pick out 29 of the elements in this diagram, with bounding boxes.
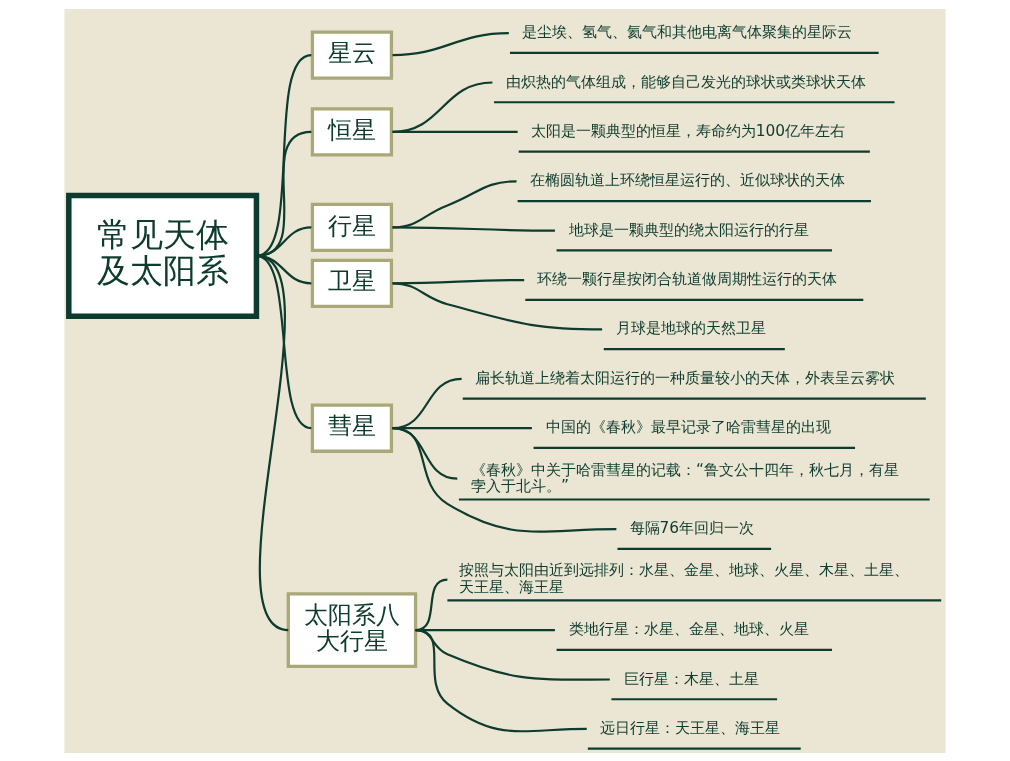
connector bbox=[415, 628, 587, 732]
connector bbox=[392, 426, 617, 533]
node-text: 月球是地球的天然卫星 bbox=[615, 318, 766, 337]
node-box: 恒星 bbox=[310, 106, 394, 157]
connector bbox=[392, 281, 603, 330]
node-text: 地球是一颗典型的绕太阳运行的行星 bbox=[568, 220, 809, 239]
node-box: 常见天体及太阳系 bbox=[66, 192, 260, 319]
node-text: 扁长轨道上绕着太阳运行的一种质量较小的天体，外表呈云雾状 bbox=[474, 368, 895, 387]
node-box: 彗星 bbox=[310, 403, 394, 453]
node-text: 是尘埃、氢气、氦气和其他电离气体聚集的星际云 bbox=[522, 22, 853, 41]
node-box: 星云 bbox=[310, 29, 394, 80]
connector bbox=[256, 53, 312, 257]
node-text: 类地行星：水星、金星、地球、火星 bbox=[568, 619, 809, 638]
node-text: 巨行星：木星、土星 bbox=[623, 669, 759, 688]
node-text: 在椭圆轨道上环绕恒星运行的、近似球状的天体 bbox=[529, 170, 845, 189]
node-text: 《春秋》中关于哈雷彗星的记载：“鲁文公十四年，秋七月，有星孛入于北斗。” bbox=[470, 459, 899, 495]
node-box: 行星 bbox=[310, 202, 394, 252]
connector bbox=[392, 130, 518, 133]
node-text: 环绕一颗行星按闭合轨道做周期性运行的天体 bbox=[537, 269, 838, 288]
node-text: 远日行星：天王星、海王星 bbox=[599, 718, 780, 737]
node-box: 太阳系八大行星 bbox=[286, 591, 418, 668]
connector bbox=[392, 31, 509, 56]
node-text: 中国的《春秋》最早记录了哈雷彗星的出现 bbox=[545, 417, 831, 436]
node-box: 卫星 bbox=[310, 258, 394, 308]
node-text: 由炽热的气体组成，能够自己发光的球状或类球状天体 bbox=[506, 72, 867, 91]
node-text: 按照与太阳由近到远排列：水星、金星、地球、火星、木星、土星、天王星、海王星 bbox=[459, 560, 910, 596]
node-text: 太阳是一颗典型的恒星，寿命约为100亿年左右 bbox=[530, 121, 846, 140]
connector bbox=[392, 225, 555, 232]
node-text: 每隔76年回归一次 bbox=[629, 518, 755, 537]
